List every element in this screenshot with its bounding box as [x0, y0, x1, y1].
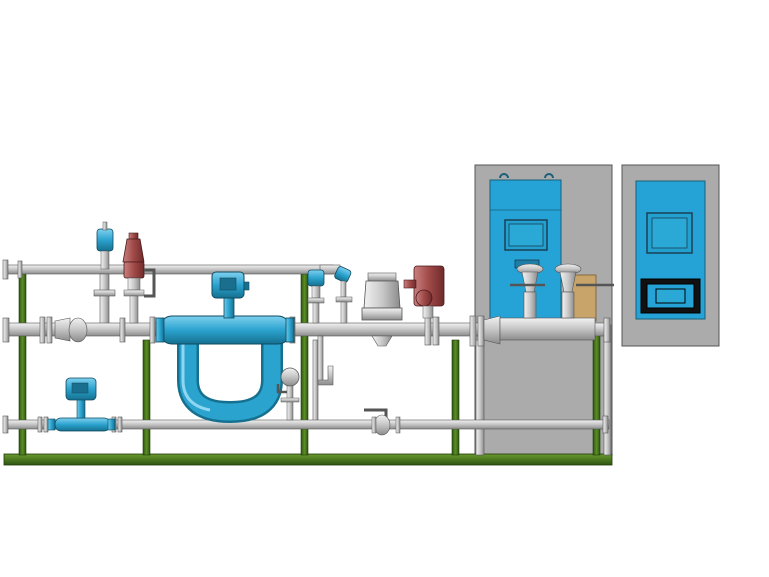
coriolis-meter-main: [155, 271, 295, 424]
support-frame: [3, 273, 613, 466]
safety-relief-valve: [122, 232, 156, 324]
ball-valve-lower: [364, 408, 401, 436]
temperature-transmitter: [307, 266, 353, 324]
pressure-gauge: [276, 367, 300, 421]
control-cabinet-right: [621, 164, 720, 347]
upper-bypass-pipe: [2, 259, 341, 325]
control-cabinet-left: [474, 164, 613, 457]
pressure-transmitter: [96, 221, 114, 270]
strainer-valve: [361, 272, 403, 347]
motorized-valve: [403, 265, 445, 319]
cabinet-valves: [510, 263, 614, 319]
coriolis-meter-small: [47, 377, 116, 432]
